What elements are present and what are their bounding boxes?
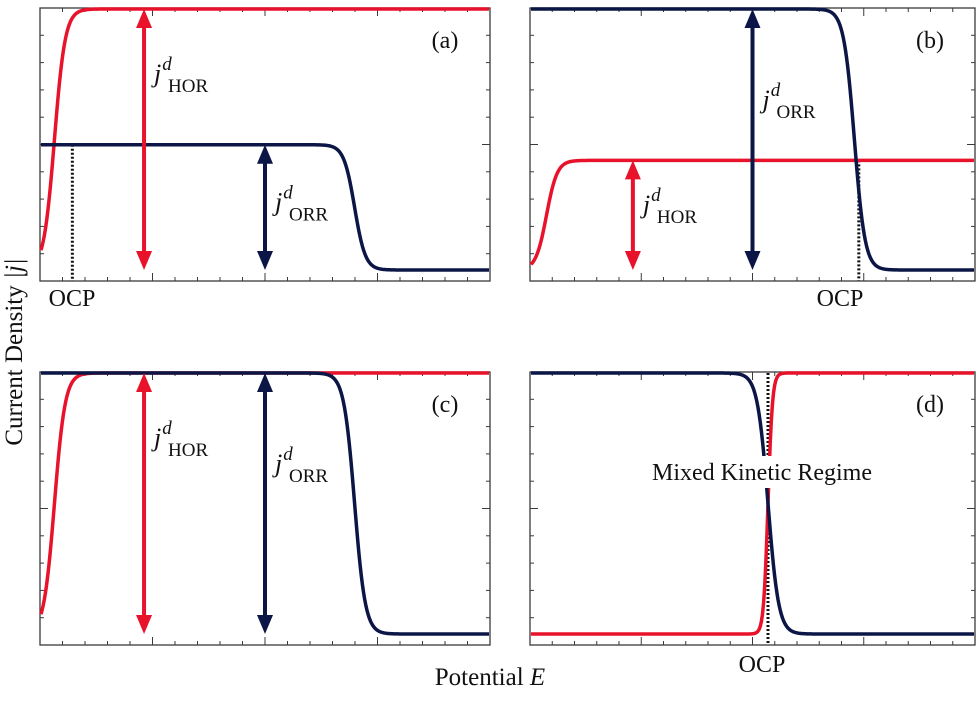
y-axis-label: Current Density |j| — [1, 258, 28, 446]
subscript: ORR — [289, 204, 328, 225]
panel-label: (b) — [916, 28, 944, 54]
superscript: d — [283, 182, 293, 203]
ocp-label: OCP — [739, 652, 786, 678]
superscript: d — [771, 80, 781, 101]
orr-arrow-head-top — [257, 144, 273, 164]
hor-arrow-head-bottom — [136, 615, 153, 634]
superscript: d — [162, 418, 172, 439]
annotation-background — [628, 456, 896, 488]
orr-arrow-head-top — [744, 9, 761, 28]
subscript: HOR — [657, 207, 697, 228]
hor-arrow-head-bottom — [136, 251, 153, 270]
superscript: d — [162, 54, 172, 75]
hor-curve — [39, 7, 490, 251]
panel-label: (a) — [432, 28, 459, 54]
hor-arrow-head-top — [136, 9, 153, 28]
orr-arrow-head-bottom — [744, 251, 761, 270]
x-axis-label: Potential E — [434, 664, 546, 691]
orr-arrow-head-bottom — [257, 251, 273, 270]
panel-label: (d) — [916, 392, 944, 418]
current-symbol: j — [272, 449, 282, 478]
superscript: d — [651, 185, 661, 206]
hor-arrow-head-bottom — [624, 251, 641, 270]
panel-frame — [529, 371, 976, 646]
ocp-label: OCP — [49, 286, 96, 312]
current-symbol: j — [640, 190, 650, 219]
current-symbol: j — [760, 85, 770, 114]
hor-arrow-head-top — [624, 160, 641, 180]
panel-label: (c) — [432, 392, 459, 418]
ocp-label: OCP — [817, 286, 864, 312]
subscript: ORR — [777, 102, 816, 123]
superscript: d — [283, 444, 293, 465]
subscript: ORR — [289, 466, 328, 487]
current-symbol: j — [151, 423, 161, 452]
hor-arrow-head-top — [136, 373, 153, 392]
orr-arrow-head-top — [257, 373, 273, 392]
annotation-mixed-kinetic: Mixed Kinetic Regime — [652, 460, 872, 486]
current-symbol: j — [151, 59, 161, 88]
orr-curve — [530, 371, 975, 636]
current-symbol: j — [272, 187, 282, 216]
orr-arrow-head-bottom — [257, 615, 273, 634]
panel-d: (d) OCP Mixed Kinetic Regime — [529, 371, 976, 678]
subscript: HOR — [168, 76, 208, 97]
hor-curve — [530, 371, 975, 636]
subscript: HOR — [168, 440, 208, 461]
